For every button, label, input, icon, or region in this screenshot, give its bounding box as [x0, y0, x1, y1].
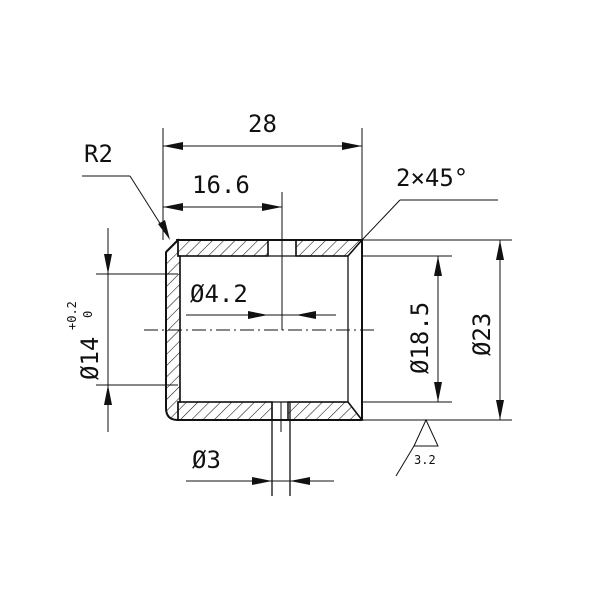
dim-outer-diameter: Ø23	[362, 239, 512, 421]
part-section	[144, 192, 375, 496]
dim-r2-label: R2	[84, 140, 113, 168]
dim-14-label: Ø14	[76, 337, 104, 380]
dim-chamfer-label: 2×45°	[396, 164, 468, 192]
dim-total-length: 28	[162, 110, 363, 240]
dim-3-label: Ø3	[192, 446, 221, 474]
dim-step-bore: Ø18.5	[362, 255, 452, 403]
dim-23-label: Ø23	[468, 313, 496, 356]
top-wall-right	[295, 239, 364, 257]
inner-bore-step	[347, 239, 363, 421]
inner-bore	[179, 255, 349, 403]
dim-chamfer: 2×45°	[361, 164, 498, 241]
dim-14-tol-lower: 0	[81, 311, 95, 318]
bottom-wall-left	[177, 401, 273, 421]
dim-28-label: 28	[248, 110, 277, 138]
dim-14-tol-upper: +0.2	[65, 301, 79, 330]
roughness-symbol: 3.2	[395, 418, 439, 477]
dim-radius: R2	[82, 140, 170, 240]
dim-4-2-label: Ø4.2	[190, 280, 248, 308]
dim-bore-depth: 16.6	[163, 171, 282, 211]
dim-18-5-label: Ø18.5	[406, 302, 434, 374]
dim-hole: Ø4.2	[186, 280, 336, 319]
outer-contour	[165, 239, 362, 421]
dim-pin-hole: Ø3	[186, 446, 334, 485]
dim-inner-diameter: Ø14 +0.2 0	[65, 228, 178, 432]
top-wall-left	[177, 239, 269, 257]
dim-16-6-label: 16.6	[192, 171, 250, 199]
roughness-label: 3.2	[414, 453, 436, 467]
